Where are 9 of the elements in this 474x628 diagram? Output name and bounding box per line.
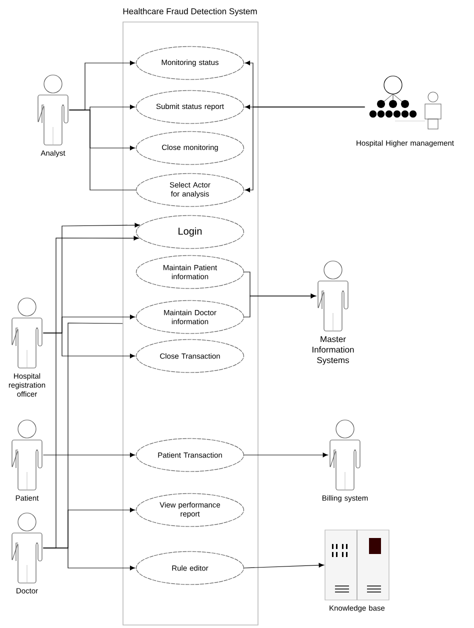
connector-arrow [42,548,136,570]
connector-arrow [244,294,316,318]
connector-arrow [244,452,328,458]
connector-arrow [42,452,136,458]
connector-arrow [42,332,136,358]
node-label: Healthcare Fraud Detection System [123,8,257,16]
connector-arrow [244,106,366,192]
actor-name: Master Information Systems [312,336,354,365]
connector-arrow [244,562,324,568]
